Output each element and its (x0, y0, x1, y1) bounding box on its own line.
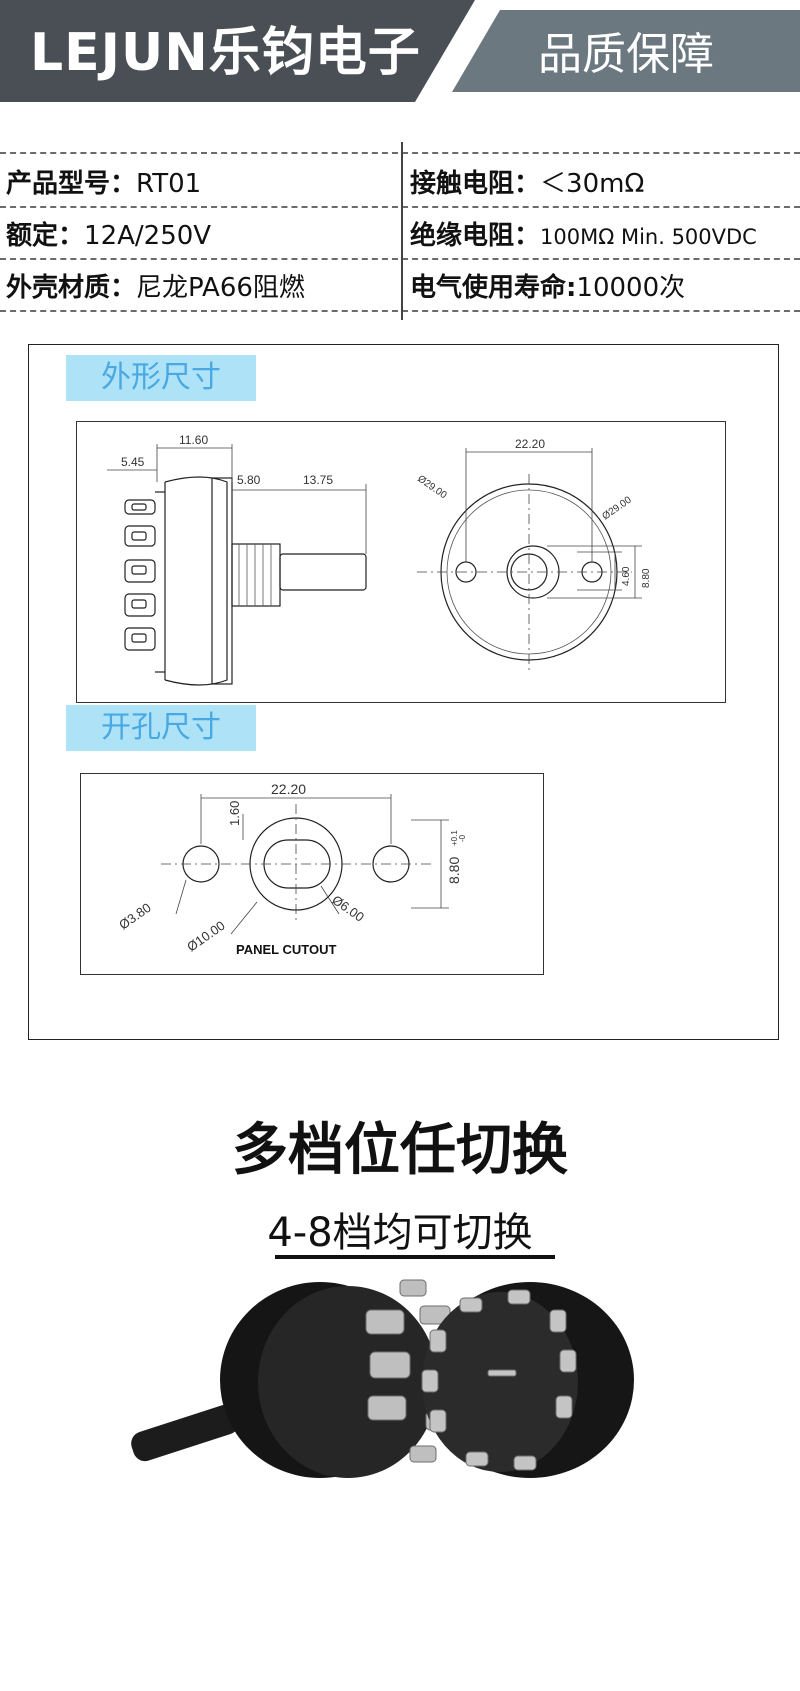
dim-4-60: 4.60 (621, 566, 632, 586)
cutout-dim-dia-6: Ø6.00 (329, 892, 367, 925)
cutout-dim-22-20: 22.20 (271, 781, 306, 797)
cutout-dimension-lines (175, 794, 449, 935)
spec-dash-line (0, 152, 800, 154)
dim-13-75: 13.75 (303, 473, 333, 487)
spec-label: 电气使用寿命 (410, 273, 567, 303)
panel-cutout-drawing: 22.20 1.60 8.80 +0.1 -0 Ø3.80 Ø10.00 Ø6.… (116, 781, 467, 957)
spec-model: 产品型号：RT01 (6, 163, 201, 200)
quality-title: 品质保障 (538, 29, 714, 80)
spec-column-divider (401, 142, 403, 320)
spec-sep: ： (110, 169, 137, 199)
spec-electrical-life: 电气使用寿命:10000次 (410, 267, 685, 304)
spec-value: ＜30mΩ (540, 169, 645, 199)
cutout-dim-1-60: 1.60 (227, 801, 242, 826)
center-lines (417, 474, 632, 670)
switch-body-rim (211, 477, 233, 685)
spec-sep: : (566, 273, 577, 303)
terminal-lugs (124, 491, 165, 673)
dim-5-45: 5.45 (121, 455, 145, 469)
spec-sep: ： (514, 169, 541, 199)
cutout-dimensions-tag: 开孔尺寸 (66, 705, 256, 751)
spec-insulation-resistance: 绝缘电阻：100MΩ Min. 500VDC (410, 215, 757, 252)
product-photos (131, 1279, 634, 1478)
dim-8-80: 8.80 (641, 568, 652, 588)
header-banner (0, 0, 800, 102)
dimension-drawing-frame: 外形尺寸 (28, 344, 779, 1040)
cutout-dim-dia-10: Ø10.00 (184, 918, 228, 955)
dim-22-20-front: 22.20 (515, 437, 545, 451)
spec-label: 产品型号 (6, 169, 111, 199)
switch-body-front (440, 483, 618, 661)
spec-sep: ： (514, 221, 541, 251)
spec-label: 绝缘电阻 (410, 221, 515, 251)
position-range-subheading: 4-8档均可切换 (267, 1210, 533, 1256)
cutout-dim-dia-3-80: Ø3.80 (116, 900, 154, 933)
subheading-underline (275, 1255, 555, 1259)
spec-dash-line (0, 258, 800, 260)
quality-bar-slate (452, 10, 800, 92)
rotary-switch-photo-right (421, 1282, 634, 1478)
cutout-tol-plus: +0.1 (450, 830, 459, 846)
spec-contact-resistance: 接触电阻：＜30mΩ (410, 163, 644, 200)
front-dimension-lines (465, 448, 642, 599)
dim-11-60: 11.60 (179, 433, 208, 447)
spec-value: 10000次 (576, 273, 686, 303)
spec-value: 尼龙PA66阻燃 (136, 273, 305, 303)
spec-dash-line (0, 206, 800, 208)
outline-drawing: 11.60 5.45 5.80 13.75 22.20 (107, 433, 652, 686)
spec-dash-line (0, 310, 800, 312)
spec-sep: ： (110, 273, 137, 303)
cutout-dimension-labels: 22.20 1.60 8.80 +0.1 -0 Ø3.80 Ø10.00 Ø6.… (116, 781, 467, 957)
cutout-tol-minus: -0 (458, 834, 467, 842)
spec-value: 100MΩ Min. 500VDC (540, 225, 757, 249)
brand-title: LEJUN乐钧电子 (30, 23, 421, 83)
bushing-thread (238, 544, 272, 606)
panel-cutout-caption: PANEL CUTOUT (236, 942, 336, 957)
dim-5-80: 5.80 (237, 473, 261, 487)
dim-dia-29-left: Ø29.00 (415, 473, 449, 501)
spec-value: 12A/250V (84, 221, 212, 251)
outline-dimensions-tag: 外形尺寸 (66, 355, 256, 401)
dim-dia-29-right: Ø29.00 (600, 494, 634, 522)
multi-position-heading: 多档位任切换 (232, 1118, 568, 1183)
brand-bar-dark (0, 0, 475, 102)
cutout-center-lines (161, 804, 431, 924)
spec-value: RT01 (136, 169, 202, 199)
shaft (279, 553, 367, 591)
cutout-dim-8-80: 8.80 (446, 857, 462, 884)
side-dimension-labels: 11.60 5.45 5.80 13.75 (121, 433, 333, 487)
spec-housing: 外壳材质：尼龙PA66阻燃 (6, 267, 305, 304)
spec-label: 额定 (6, 221, 59, 251)
spec-rating: 额定：12A/250V (6, 215, 211, 252)
spec-label: 接触电阻 (410, 169, 515, 199)
side-dimension-lines (107, 444, 367, 554)
panel-cutout-panel: 22.20 1.60 8.80 +0.1 -0 Ø3.80 Ø10.00 Ø6.… (80, 773, 544, 975)
switch-body-side (164, 476, 228, 686)
rotary-switch-photo-left (131, 1279, 465, 1478)
spec-label: 外壳材质 (6, 273, 111, 303)
outline-drawing-panel: 11.60 5.45 5.80 13.75 22.20 (76, 421, 726, 703)
spec-sep: ： (58, 221, 85, 251)
